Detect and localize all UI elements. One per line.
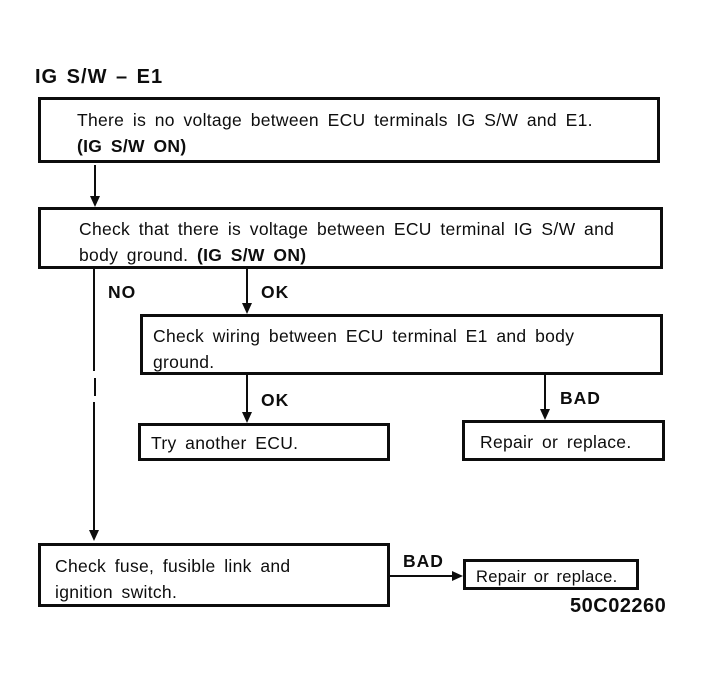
edge-label-ok-voltage: OK [261,282,290,302]
node-check-wiring-line2: ground. [153,352,215,372]
connector-start-to-voltage [94,165,96,198]
arrowhead-fuse-to-repair [452,571,463,581]
node-try-ecu: Try another ECU. [138,423,390,461]
arrowhead-voltage-to-wiring [242,303,252,314]
connector-no-segment1 [93,269,95,371]
node-no-voltage-line1: There is no voltage between ECU terminal… [77,110,593,130]
connector-wiring-to-tryecu [246,375,248,413]
node-check-fuse-line1: Check fuse, fusible link and [55,556,291,576]
connector-wiring-to-repair [544,375,546,410]
node-repair-fuse: Repair or replace. [463,559,639,590]
edge-label-bad-fuse: BAD [403,551,444,571]
connector-no-dash [94,378,96,396]
node-check-wiring: Check wiring between ECU terminal E1 and… [140,314,663,375]
edge-label-bad-wiring: BAD [560,388,601,408]
node-repair-wiring: Repair or replace. [462,420,665,461]
node-repair-wiring-label: Repair or replace. [480,432,632,452]
edge-label-no: NO [108,282,137,302]
node-check-voltage-line1: Check that there is voltage between ECU … [79,219,615,239]
arrowhead-wiring-to-tryecu [242,412,252,423]
node-no-voltage-line2: (IG S/W ON) [77,136,187,156]
node-check-voltage-line2: body ground. (IG S/W ON) [79,242,650,268]
node-check-voltage: Check that there is voltage between ECU … [38,207,663,269]
node-check-fuse-line2: ignition switch. [55,582,178,602]
connector-fuse-to-repair [390,575,453,577]
connector-voltage-to-wiring [246,269,248,304]
node-check-fuse: Check fuse, fusible link and ignition sw… [38,543,390,607]
connector-no-segment2 [93,402,95,530]
node-check-voltage-line2-bold: (IG S/W ON) [196,245,307,265]
node-no-voltage: There is no voltage between ECU terminal… [38,97,660,163]
node-repair-fuse-label: Repair or replace. [476,568,618,586]
node-check-wiring-line1: Check wiring between ECU terminal E1 and… [153,326,575,346]
arrowhead-no-to-fuse [89,530,99,541]
arrowhead-start-to-voltage [90,196,100,207]
figure-code: 50C02260 [570,595,667,617]
arrowhead-wiring-to-repair [540,409,550,420]
diagram-title: IG S/W – E1 [35,66,164,88]
node-check-voltage-line2-text: body ground. [79,245,197,265]
edge-label-ok-wiring: OK [261,390,290,410]
node-try-ecu-label: Try another ECU. [151,433,299,453]
